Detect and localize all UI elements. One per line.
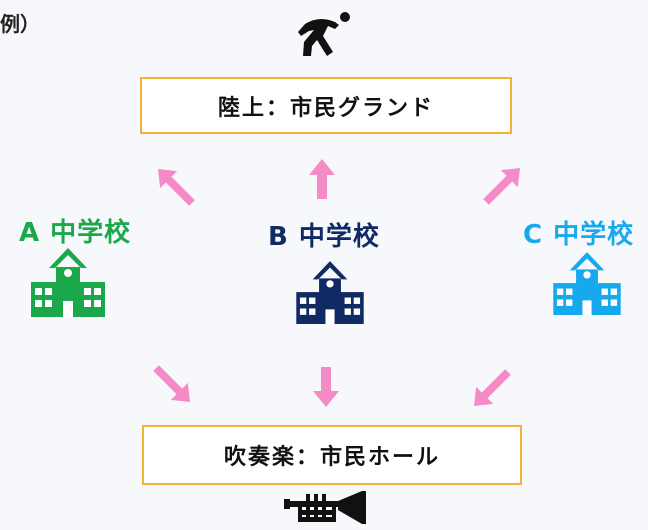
arrow-a-to-top [158, 169, 195, 206]
venue-label-athletics: 陸上：市民グランド [217, 95, 434, 121]
arrow-b-to-top [309, 159, 335, 199]
runner-icon [298, 12, 350, 56]
school-label-c: C 中学校 [523, 220, 635, 250]
venue-box-athletics: 陸上：市民グランド [140, 77, 512, 134]
example-label: 例） [0, 12, 40, 36]
school-label-b: B 中学校 [268, 222, 380, 252]
trumpet-icon [284, 491, 366, 524]
school-building-icon [296, 261, 364, 324]
arrow-a-to-bottom [153, 365, 190, 402]
arrow-b-to-bottom [313, 367, 339, 407]
school-building-icon [553, 252, 621, 315]
arrow-c-to-bottom [474, 369, 511, 406]
school-label-a: A 中学校 [19, 218, 132, 248]
venue-label-brass-band: 吹奏楽：市民ホール [223, 445, 440, 470]
venue-box-brass-band: 吹奏楽：市民ホール [142, 425, 522, 485]
arrow-c-to-top [483, 168, 520, 205]
school-building-icon [31, 248, 105, 317]
